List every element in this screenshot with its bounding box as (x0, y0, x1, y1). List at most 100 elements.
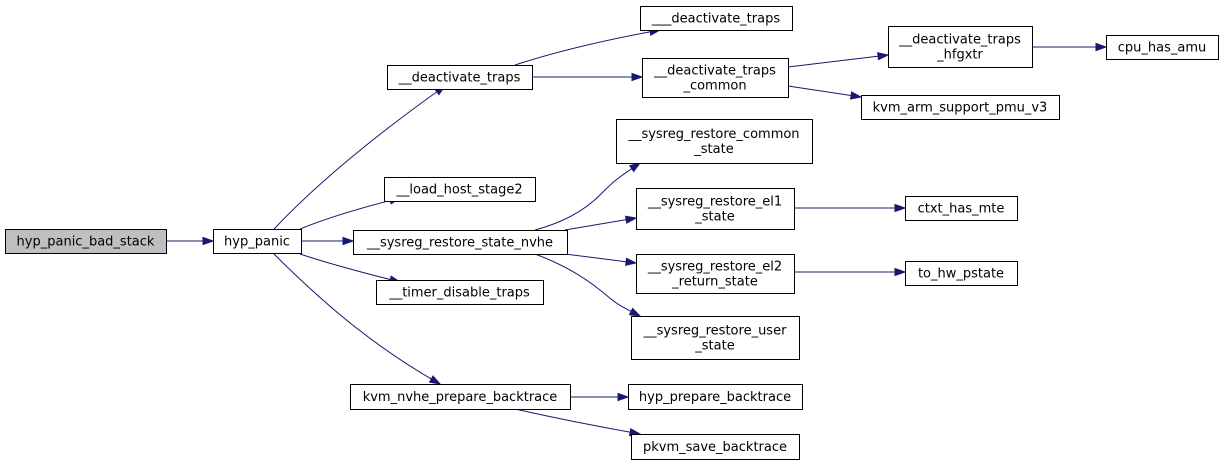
node-label: __timer_disable_traps (388, 286, 530, 301)
node-pkvm_save_backtrace[interactable]: pkvm_save_backtrace (631, 434, 800, 460)
node-sysreg_restore_common_state[interactable]: __sysreg_restore_common_state (616, 119, 813, 164)
node-label: __sysreg_restore_el1 (647, 195, 782, 210)
node-hyp_prepare_backtrace[interactable]: hyp_prepare_backtrace (628, 384, 803, 410)
node-box[interactable] (1106, 35, 1219, 60)
node-label: _state (694, 210, 734, 225)
node-hyp_panic[interactable]: hyp_panic (213, 229, 302, 254)
node-label: kvm_nvhe_prepare_backtrace (363, 390, 558, 405)
node-box[interactable] (888, 26, 1033, 68)
edge-deactivate_traps_common-to-deactivate_traps_hfgxtr (787, 52, 890, 68)
node-box[interactable] (213, 229, 302, 254)
node-kvm_nvhe_prepare_backtrace[interactable]: kvm_nvhe_prepare_backtrace (350, 384, 571, 410)
arrowhead-icon (894, 267, 907, 277)
arrowhead-icon (1095, 42, 1108, 52)
edge-line (564, 217, 637, 231)
arrowhead-icon (628, 162, 642, 173)
node-sysreg_restore_el2_return_state[interactable]: __sysreg_restore_el2_return_state (636, 254, 795, 294)
edge-sysreg_restore_state_nvhe-to-sysreg_restore_user_state (534, 253, 642, 317)
node-deactivate_traps[interactable]: __deactivate_traps (387, 65, 533, 90)
edge-sysreg_restore_state_nvhe-to-sysreg_restore_common_state (534, 162, 642, 231)
arrowhead-icon (625, 257, 638, 266)
node-box[interactable] (861, 95, 1060, 120)
node-box[interactable] (353, 230, 568, 255)
edge-sysreg_restore_el2_return_state-to-to_hw_pstate (794, 267, 907, 277)
edge-hyp_panic-to-sysreg_restore_state_nvhe (301, 236, 355, 246)
node-label: _common (682, 79, 746, 94)
node-label: kvm_arm_support_pmu_v3 (873, 101, 1048, 116)
node-hyp_panic_bad_stack[interactable]: hyp_panic_bad_stack (5, 229, 167, 254)
node-label: to_hw_pstate (918, 267, 1004, 282)
edge-hyp_panic-to-deactivate_traps (273, 85, 447, 230)
edge-line (514, 408, 641, 435)
edge-deactivate_traps-to-deactivate_traps_3u (514, 27, 662, 66)
node-label: pkvm_save_backtrace (643, 440, 787, 455)
edge-deactivate_traps-to-deactivate_traps_common (532, 72, 644, 82)
node-box[interactable] (640, 6, 793, 31)
edge-sysreg_restore_state_nvhe-to-sysreg_restore_el2_return_state (564, 253, 638, 266)
node-label: hyp_panic (224, 235, 290, 250)
arrowhead-icon (342, 236, 355, 246)
node-box[interactable] (5, 229, 167, 254)
edge-line (273, 253, 441, 385)
node-kvm_arm_support_pmu_v3[interactable]: kvm_arm_support_pmu_v3 (861, 95, 1060, 120)
node-label: ctxt_has_mte (918, 202, 1005, 217)
edge-hyp_panic-to-kvm_nvhe_prepare_backtrace (273, 253, 442, 385)
node-sysreg_restore_el1_state[interactable]: __sysreg_restore_el1_state (636, 188, 795, 230)
edge-line (534, 162, 641, 231)
arrowhead-icon (628, 307, 642, 317)
arrowhead-icon (428, 375, 442, 385)
node-deactivate_traps_3u[interactable]: ___deactivate_traps (640, 6, 793, 31)
edge-kvm_nvhe_prepare_backtrace-to-hyp_prepare_backtrace (570, 392, 630, 402)
edge-line (299, 253, 401, 283)
node-box[interactable] (628, 384, 803, 410)
node-box[interactable] (642, 58, 789, 98)
node-box[interactable] (384, 177, 536, 202)
node-box[interactable] (631, 316, 800, 360)
node-box[interactable] (905, 196, 1018, 221)
node-label: __sysreg_restore_el2 (647, 260, 782, 275)
node-label: __deactivate_traps (653, 64, 776, 79)
node-label: _return_state (671, 275, 758, 290)
arrowhead-icon (624, 215, 638, 224)
node-box[interactable] (376, 280, 544, 305)
node-label: cpu_has_amu (1118, 41, 1207, 56)
node-box[interactable] (905, 261, 1018, 286)
node-load_host_stage2[interactable]: __load_host_stage2 (384, 177, 536, 202)
edge-line (273, 85, 446, 230)
node-box[interactable] (636, 188, 795, 230)
edge-sysreg_restore_state_nvhe-to-sysreg_restore_el1_state (564, 215, 638, 231)
node-label: __deactivate_traps (898, 33, 1021, 48)
node-box[interactable] (631, 434, 800, 460)
node-to_hw_pstate[interactable]: to_hw_pstate (905, 261, 1018, 286)
arrowhead-icon (617, 392, 630, 402)
node-label: _hfgxtr (936, 48, 983, 63)
edges-layer (166, 27, 1108, 437)
node-timer_disable_traps[interactable]: __timer_disable_traps (376, 280, 544, 305)
edge-line (299, 197, 401, 230)
node-label: ___deactivate_traps (651, 12, 780, 27)
node-box[interactable] (350, 384, 571, 410)
edge-hyp_panic-to-timer_disable_traps (299, 253, 402, 284)
edge-line (514, 29, 661, 66)
edge-hyp_panic_bad_stack-to-hyp_panic (166, 236, 215, 246)
node-deactivate_traps_common[interactable]: __deactivate_traps_common (642, 58, 789, 98)
edge-deactivate_traps_common-to-kvm_arm_support_pmu_v3 (787, 85, 863, 100)
edge-sysreg_restore_el1_state-to-ctxt_has_mte (794, 203, 907, 213)
arrowhead-icon (894, 203, 907, 213)
node-label: _state (694, 339, 734, 354)
edge-kvm_nvhe_prepare_backtrace-to-pkvm_save_backtrace (514, 408, 642, 437)
node-box[interactable] (636, 254, 795, 294)
node-label: __sysreg_restore_state_nvhe (366, 236, 553, 251)
node-sysreg_restore_state_nvhe[interactable]: __sysreg_restore_state_nvhe (353, 230, 568, 255)
node-deactivate_traps_hfgxtr[interactable]: __deactivate_traps_hfgxtr (888, 26, 1033, 68)
node-box[interactable] (616, 119, 813, 164)
node-box[interactable] (387, 65, 533, 90)
node-label: __sysreg_restore_user (643, 324, 787, 339)
edge-line (564, 253, 637, 264)
node-ctxt_has_mte[interactable]: ctxt_has_mte (905, 196, 1018, 221)
nodes-layer: hyp_panic_bad_stack hyp_panic __deactivate… (5, 6, 1219, 460)
node-sysreg_restore_user_state[interactable]: __sysreg_restore_user_state (631, 316, 800, 360)
edge-line (534, 253, 641, 317)
node-cpu_has_amu[interactable]: cpu_has_amu (1106, 35, 1219, 60)
